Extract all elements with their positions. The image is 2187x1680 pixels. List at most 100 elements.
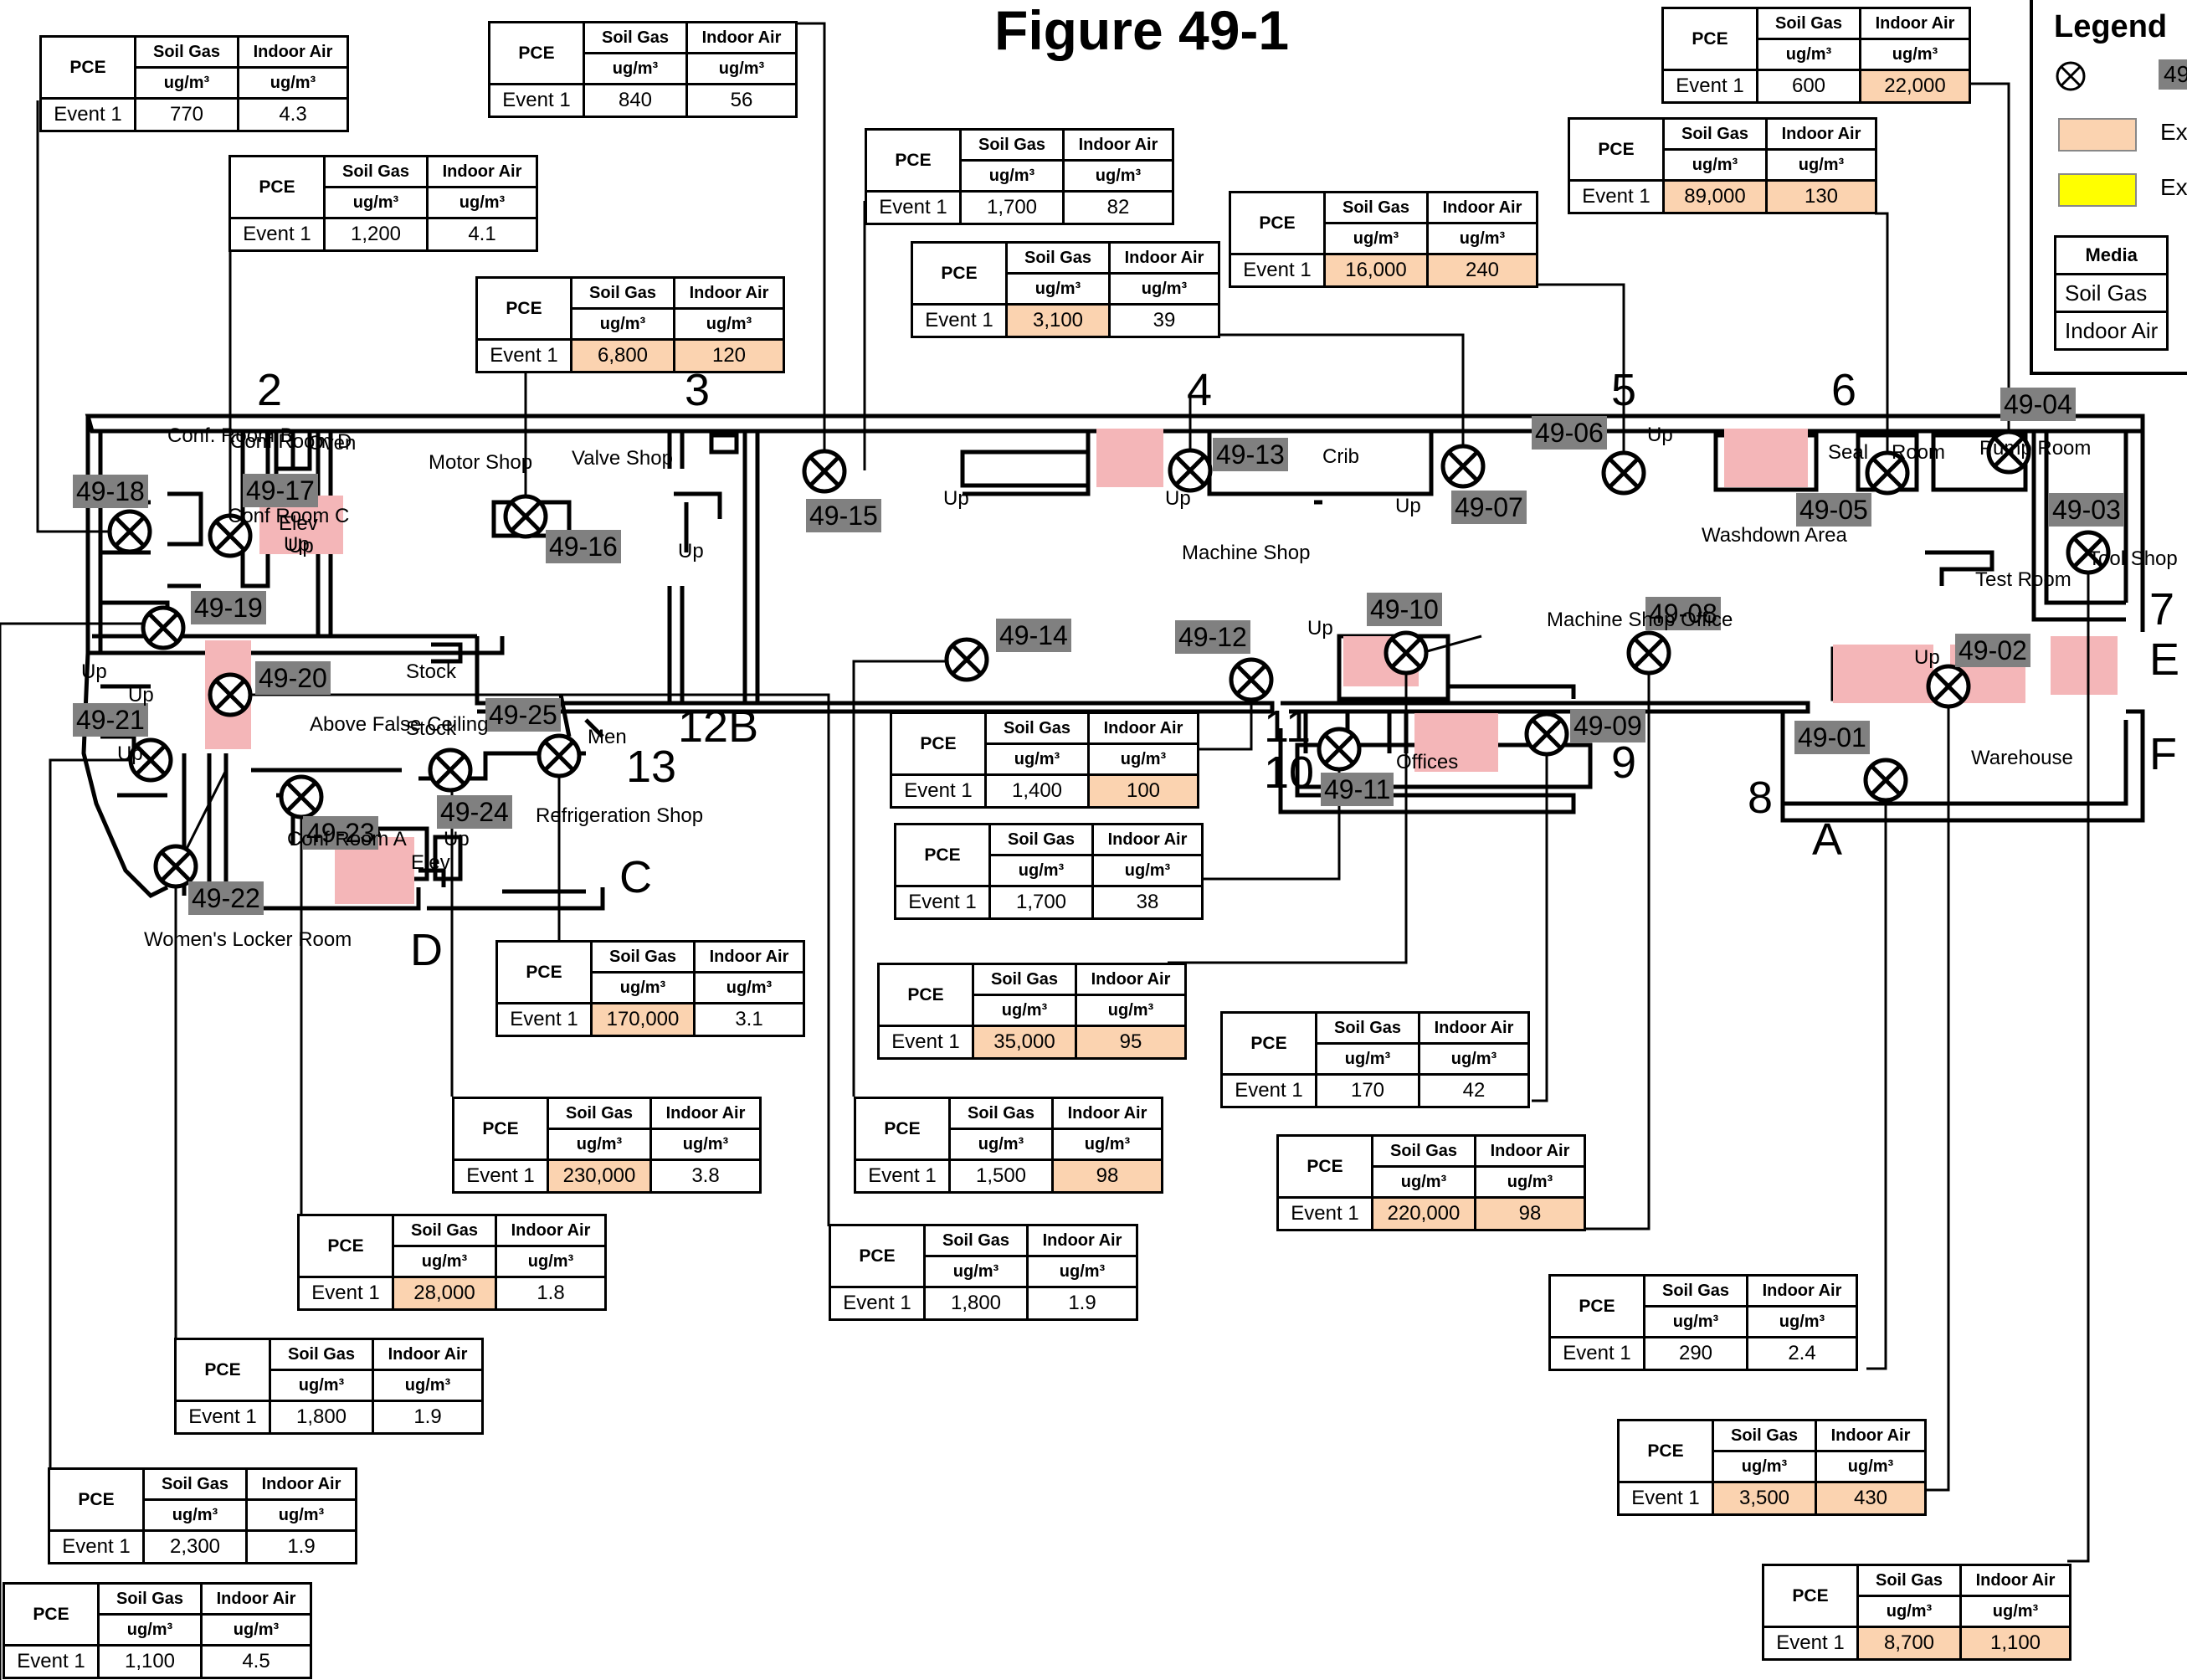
room-label: Up xyxy=(943,487,969,510)
room-label: Up xyxy=(288,535,314,557)
event-label: Event 1 xyxy=(495,1002,593,1037)
soil-gas-unit: ug/m³ xyxy=(590,971,696,1004)
analyte-label: PCE xyxy=(495,940,593,1004)
sample-id-tag: 49-13 xyxy=(1213,438,1288,471)
grid-line-label: F xyxy=(2149,729,2177,779)
indoor-air-value: 98 xyxy=(1051,1159,1163,1194)
room-label: Up xyxy=(81,660,107,683)
soil-gas-unit: ug/m³ xyxy=(988,854,1094,887)
indoor-air-header: Indoor Air xyxy=(693,940,805,974)
soil-gas-unit: ug/m³ xyxy=(547,1128,652,1161)
soil-gas-header: Soil Gas xyxy=(547,1097,652,1130)
event-label: Event 1 xyxy=(890,773,987,809)
room-label: Machine Shop Office xyxy=(1547,609,1733,631)
soil-gas-unit: ug/m³ xyxy=(1323,222,1429,255)
soil-gas-value: 6,800 xyxy=(570,338,675,373)
room-label: Seal xyxy=(1828,441,1869,464)
grid-line-label: E xyxy=(2149,634,2180,685)
soil-gas-unit: ug/m³ xyxy=(923,1255,1029,1288)
sample-location-icon xyxy=(208,513,253,558)
sample-id-tag: 49-06 xyxy=(1532,416,1607,450)
sample-id-tag: 49-12 xyxy=(1175,620,1250,654)
event-label: Event 1 xyxy=(894,885,991,920)
indoor-air-header: Indoor Air xyxy=(1087,712,1199,745)
soil-gas-header: Soil Gas xyxy=(590,940,696,974)
sample-location-icon xyxy=(128,737,173,783)
analyte-label: PCE xyxy=(911,241,1008,306)
soil-gas-header: Soil Gas xyxy=(1662,117,1768,151)
room-label: Warehouse xyxy=(1971,747,2073,769)
indoor-air-header: Indoor Air xyxy=(673,276,785,310)
indoor-air-value: 98 xyxy=(1474,1196,1586,1231)
soil-gas-value: 1,800 xyxy=(269,1400,374,1435)
sample-location-icon xyxy=(1863,758,1908,803)
sample-location-icon xyxy=(1626,630,1671,676)
indoor-air-value: 4.3 xyxy=(237,97,349,132)
analyte-label: PCE xyxy=(1229,191,1326,255)
analyte-label: PCE xyxy=(1661,7,1758,71)
sample-location-icon xyxy=(1168,448,1213,493)
soil-gas-value: 770 xyxy=(134,97,239,132)
legend-swatch-orange xyxy=(2058,118,2137,152)
soil-gas-header: Soil Gas xyxy=(1005,241,1111,275)
soil-gas-value: 16,000 xyxy=(1323,253,1429,288)
grid-line-label: C xyxy=(619,852,652,902)
indoor-air-unit: ug/m³ xyxy=(1108,272,1220,306)
indoor-air-unit: ug/m³ xyxy=(1087,742,1199,776)
analyte-label: PCE xyxy=(890,712,987,776)
leader-lines xyxy=(0,22,2090,1680)
event-label: Event 1 xyxy=(829,1286,926,1321)
analyte-label: PCE xyxy=(48,1467,145,1532)
indoor-air-unit: ug/m³ xyxy=(649,1128,762,1161)
indoor-air-value: 4.5 xyxy=(200,1644,312,1679)
sample-id-tag: 49-08 xyxy=(1645,597,1721,630)
soil-gas-unit: ug/m³ xyxy=(142,1498,248,1532)
soil-gas-unit: ug/m³ xyxy=(948,1128,1054,1161)
sample-id-tag: 49-15 xyxy=(806,499,881,532)
indoor-air-value: 4.1 xyxy=(426,217,538,252)
event-label: Event 1 xyxy=(39,97,136,132)
room-label: Pump Room xyxy=(1979,437,2092,460)
analyte-label: PCE xyxy=(228,155,326,219)
soil-gas-value: 89,000 xyxy=(1662,179,1768,214)
room-label: Up xyxy=(1165,487,1191,510)
indoor-air-unit: ug/m³ xyxy=(1026,1255,1138,1288)
indoor-air-value: 1.9 xyxy=(1026,1286,1138,1321)
indoor-air-header: Indoor Air xyxy=(495,1214,607,1247)
event-label: Event 1 xyxy=(854,1159,951,1194)
indoor-air-unit: ug/m³ xyxy=(372,1369,484,1402)
indoor-air-unit: ug/m³ xyxy=(1075,994,1187,1027)
legend-panel: Legend 49 Exc Exc Media Soil Gas Indoor … xyxy=(2030,0,2187,375)
indoor-air-value: 42 xyxy=(1418,1073,1530,1108)
soil-gas-value: 1,400 xyxy=(984,773,1090,809)
sample-id-tag: 49-19 xyxy=(191,591,266,624)
soil-gas-value: 3,500 xyxy=(1712,1481,1817,1516)
indoor-air-unit: ug/m³ xyxy=(495,1245,607,1278)
sample-id-tag: 49-23 xyxy=(303,816,378,850)
soil-gas-header: Soil Gas xyxy=(988,823,1094,856)
sample-id-tag: 49-21 xyxy=(73,703,148,737)
indoor-air-value: 39 xyxy=(1108,303,1220,338)
indoor-air-header: Indoor Air xyxy=(237,35,349,69)
grid-line-label: 8 xyxy=(1748,773,1774,823)
analyte-label: PCE xyxy=(1617,1419,1714,1483)
event-label: Event 1 xyxy=(1617,1481,1714,1516)
indoor-air-value: 56 xyxy=(685,83,798,118)
room-label: Washdown Area xyxy=(1702,524,1847,547)
soil-gas-value: 170 xyxy=(1315,1073,1420,1108)
room-label: Stock xyxy=(406,717,457,740)
legend-media-header: Media xyxy=(2053,235,2169,275)
sample-id-tag: 49-25 xyxy=(485,698,561,732)
event-label: Event 1 xyxy=(865,190,962,225)
soil-gas-value: 1,700 xyxy=(988,885,1094,920)
sample-id-tag: 49-11 xyxy=(1321,773,1394,806)
grid-line-label: 5 xyxy=(1611,365,1637,415)
soil-gas-header: Soil Gas xyxy=(142,1467,248,1501)
indoor-air-header: Indoor Air xyxy=(245,1467,357,1501)
sample-id-tag: 49-16 xyxy=(546,530,621,563)
